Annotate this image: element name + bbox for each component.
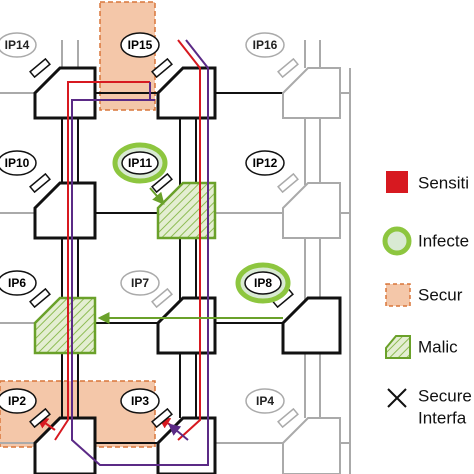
cross-icon (387, 388, 407, 408)
router-r2c2-malicious (156, 181, 217, 240)
router-r4c3 (282, 417, 341, 474)
legend-secure: Secur (385, 283, 463, 307)
secure-interfaces (29, 57, 299, 429)
legend-infected-swatch (382, 226, 412, 256)
svg-text:Infecte: Infecte (418, 232, 469, 251)
legend-malicious-swatch (385, 335, 411, 359)
router-r2c1 (33, 181, 97, 240)
sensitive-path (177, 39, 201, 441)
ip-node-ip3: IP3 (120, 388, 160, 414)
router-r1c3 (282, 67, 341, 119)
ip-node-ip4: IP4 (245, 388, 285, 414)
svg-text:IP12: IP12 (253, 156, 278, 170)
router-r1c2 (156, 66, 217, 120)
svg-text:Malic: Malic (418, 338, 458, 357)
legend: Sensiti Infecte Secur Malic Secure Inter… (382, 171, 472, 428)
ip-node-ip11-infected: IP11 (112, 142, 168, 184)
ip-node-ip8-infected: IP8 (235, 262, 291, 304)
router-r1c1 (33, 66, 97, 120)
router-r3c3 (281, 296, 342, 355)
svg-text:IP16: IP16 (253, 38, 278, 52)
ip-node-ip15: IP15 (120, 32, 160, 58)
ip-node-ip14: IP14 (0, 32, 37, 58)
sensitive-path-2 (54, 81, 150, 441)
router-r3c1-malicious (33, 296, 97, 355)
svg-text:Secur: Secur (418, 286, 463, 305)
router-r3c2 (156, 296, 217, 355)
legend-malicious: Malic (385, 335, 458, 359)
purple-arrow-ip3 (168, 423, 189, 441)
svg-text:IP11: IP11 (128, 156, 152, 170)
svg-text:IP7: IP7 (131, 276, 149, 290)
svg-text:IP8: IP8 (254, 276, 272, 290)
legend-secure-swatch (385, 283, 411, 307)
svg-text:IP4: IP4 (256, 394, 274, 408)
ip-node-ip6: IP6 (0, 270, 37, 296)
ip-node-ip2: IP2 (0, 388, 37, 414)
ip-node-ip10: IP10 (0, 150, 37, 176)
infected-arrow-ip11 (149, 187, 165, 205)
router-r2c3 (282, 182, 341, 239)
svg-text:IP2: IP2 (8, 394, 26, 408)
legend-sensitive-swatch (386, 171, 408, 193)
svg-text:IP10: IP10 (5, 156, 30, 170)
ip-node-ip7: IP7 (120, 270, 160, 296)
svg-text:Secure: Secure (418, 387, 472, 406)
svg-text:Sensiti: Sensiti (418, 174, 469, 193)
router-r4c1 (33, 416, 97, 474)
svg-text:IP15: IP15 (128, 38, 153, 52)
svg-text:IP3: IP3 (131, 394, 149, 408)
legend-infected: Infecte (382, 226, 469, 256)
svg-text:Interfa: Interfa (418, 409, 467, 428)
purple-path (71, 39, 209, 466)
legend-sensitive: Sensiti (386, 171, 469, 193)
ip-node-ip16: IP16 (245, 32, 285, 58)
svg-text:IP6: IP6 (8, 276, 26, 290)
legend-secure-interface: Secure Interfa (387, 387, 472, 428)
ip-node-ip12: IP12 (245, 150, 285, 176)
mesh-links-dim (0, 40, 351, 474)
svg-text:IP14: IP14 (5, 38, 30, 52)
mesh-links (61, 92, 283, 444)
